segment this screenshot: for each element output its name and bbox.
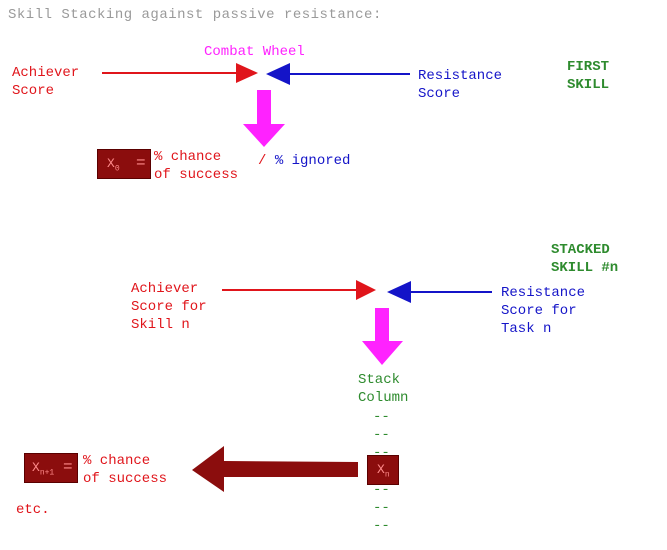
achiever-arrow-stacked xyxy=(222,280,376,300)
stack-box-n: Xn xyxy=(367,455,399,485)
stack-dash-6: -- xyxy=(373,518,390,534)
etc-label: etc. xyxy=(16,502,50,518)
combat-down-arrow-stacked xyxy=(362,308,403,365)
achiever-label-stacked: Achiever Score for Skill n xyxy=(131,281,207,333)
achiever-label-first: Achiever Score xyxy=(12,65,80,99)
first-skill-tag: FIRST SKILL xyxy=(567,59,610,93)
achiever-arrow-first xyxy=(102,63,258,83)
resistance-arrow-first xyxy=(266,63,410,85)
result-arrow-left xyxy=(192,446,358,492)
diagram-title: Skill Stacking against passive resistanc… xyxy=(8,7,382,23)
chance-of-success-first: % chance of success xyxy=(154,149,239,183)
resistance-label-stacked: Resistance Score for Task n xyxy=(501,285,586,337)
stack-dash-1: -- xyxy=(373,409,390,425)
stack-dash-2: -- xyxy=(373,427,390,443)
stack-dash-5: -- xyxy=(373,500,390,516)
stack-column-label: Stack Column xyxy=(358,372,409,406)
resistance-label-first: Resistance Score xyxy=(418,68,503,102)
combat-down-arrow-first xyxy=(243,90,285,147)
stack-dash-4: -- xyxy=(373,482,390,498)
chance-of-success-stacked: % chance of success xyxy=(83,453,168,487)
resistance-arrow-stacked xyxy=(387,281,492,303)
probability-box-first: X0 = xyxy=(97,149,151,179)
stacked-skill-tag: STACKED SKILL #n xyxy=(551,242,619,276)
ignored-label: / % ignored xyxy=(258,153,351,169)
combat-wheel-label: Combat Wheel xyxy=(204,44,305,60)
probability-box-stacked: Xn+1 = xyxy=(24,453,78,483)
